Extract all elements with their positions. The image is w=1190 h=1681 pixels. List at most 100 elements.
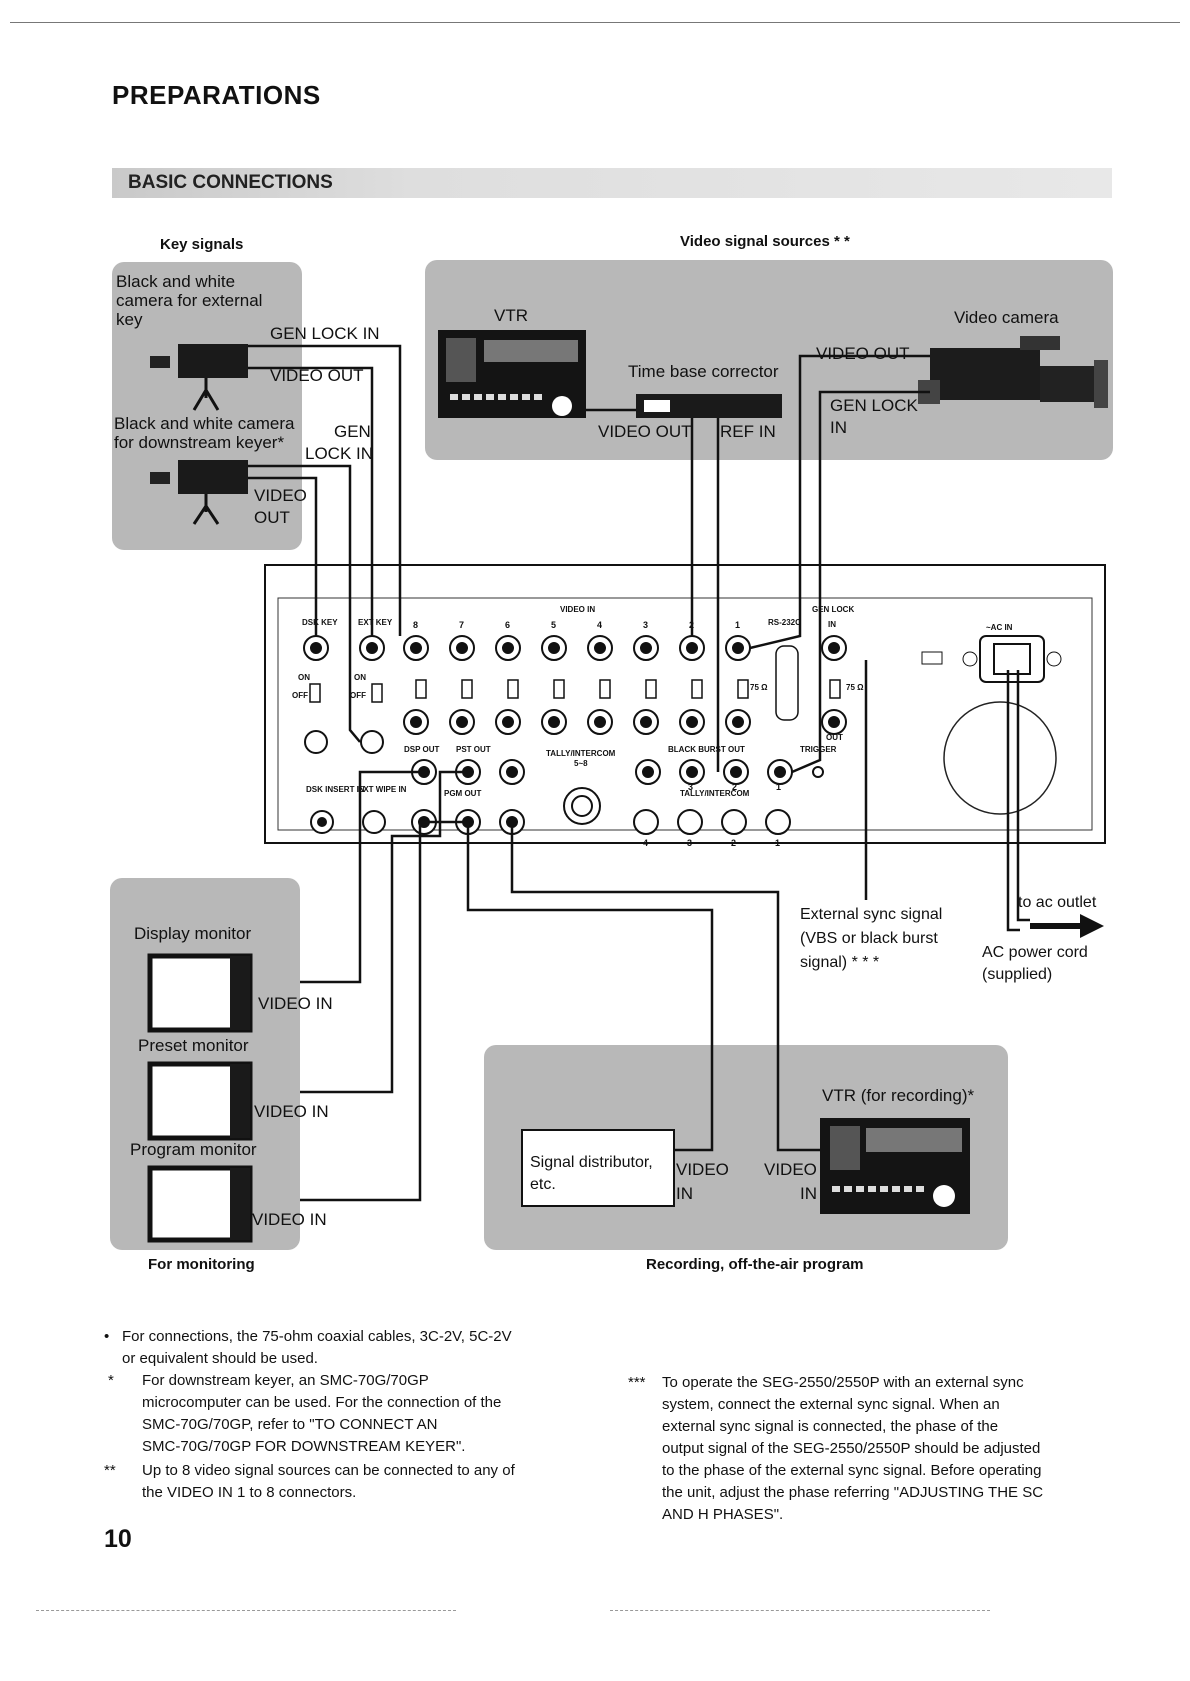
ohm-text-1: 75 Ω (750, 683, 768, 692)
program-monitor-label: Program monitor (130, 1140, 257, 1159)
input-number-5: 5 (551, 620, 556, 630)
panel-labels: DSK KEY EXT KEY VIDEO IN RS-232C GEN LOC… (292, 605, 1013, 798)
gen-lock-text: GEN LOCK (812, 605, 854, 614)
tbc-video-out-label: VIDEO OUT (598, 422, 692, 441)
note-4e: to the phase of the external sync signal… (662, 1462, 1042, 1479)
input-number-4: 4 (597, 620, 602, 630)
out-label-2: OUT (254, 508, 290, 527)
ohm-text-2: 75 Ω (846, 683, 864, 692)
monitor-preset-icon (147, 1061, 253, 1141)
external-sync-label-3: signal) * * * (800, 954, 880, 971)
lock-in-label-2: LOCK IN (305, 444, 374, 463)
section-band (112, 168, 1112, 198)
time-base-corrector-icon (636, 394, 782, 418)
panel-switches (309, 679, 841, 703)
caption-video-sources: Video signal sources * * (680, 233, 850, 250)
cable-cam-video (749, 354, 930, 650)
video-camera-label: Video camera (954, 308, 1059, 327)
ext-key-text: EXT KEY (358, 618, 393, 627)
signal-distributor-label-1: Signal distributor, (530, 1154, 653, 1171)
preset-monitor-label: Preset monitor (138, 1036, 249, 1055)
section-title: BASIC CONNECTIONS (128, 172, 333, 193)
video-in-text: VIDEO IN (560, 605, 595, 614)
bb-out-text: BLACK BURST OUT (668, 745, 745, 754)
note-4a: To operate the SEG-2550/2550P with an ex… (662, 1374, 1024, 1391)
input-number-7: 7 (459, 620, 464, 630)
tally-number-3: 3 (687, 838, 692, 848)
cam1-label: Black and white camera for external key (116, 272, 263, 329)
note-2b: microcomputer can be used. For the conne… (142, 1394, 502, 1411)
cable-program-monitor (300, 820, 468, 1202)
note-3a: Up to 8 video signal sources can be conn… (142, 1462, 515, 1479)
tally-number-2: 2 (731, 838, 736, 848)
caption-for-monitoring: For monitoring (148, 1256, 255, 1273)
tally-number-4: 4 (643, 838, 648, 848)
pgm-out-text: PGM OUT (444, 789, 481, 798)
top-rule (10, 22, 1180, 23)
vtr-device-icon (438, 330, 586, 418)
page-number: 10 (104, 1525, 132, 1553)
trigger-text: TRIGGER (800, 745, 837, 754)
ref-in-label: REF IN (720, 422, 776, 441)
on-text-2: ON (354, 673, 366, 682)
tally-text: TALLY/INTERCOM (546, 749, 616, 758)
input-number-6: 6 (505, 620, 510, 630)
video-camera-icon (918, 336, 1108, 408)
preset-video-in-label: VIDEO IN (254, 1102, 329, 1121)
cable-signal-distributor (466, 822, 714, 1152)
bb-number-3: 3 (688, 782, 693, 792)
note-2-mark: * (108, 1372, 114, 1389)
pst-out-text: PST OUT (456, 745, 491, 754)
signal-distributor-box (521, 1129, 675, 1207)
gen-lock-in-label-1: GEN LOCK IN (270, 324, 380, 343)
recording-video-label: VIDEO (764, 1160, 817, 1179)
input-number-8: 8 (413, 620, 418, 630)
dsk-out-text: DSP OUT (404, 745, 440, 754)
footer-rule-right (610, 1610, 990, 1612)
to-ac-outlet-label: to ac outlet (1018, 894, 1097, 911)
ac-in-text: ~AC IN (986, 623, 1013, 632)
dsk-insert-text: DSK INSERT IN (306, 785, 365, 794)
camera-icon-1 (150, 344, 248, 411)
input-number-3: 3 (643, 620, 648, 630)
panel-connectors-mid (304, 709, 847, 754)
cable-ac-2 (1016, 670, 1030, 922)
cable-cam1-video (248, 366, 374, 636)
tally-number-1: 1 (775, 838, 780, 848)
cable-cam-genlock (791, 390, 930, 774)
signal-distributor-label-2: etc. (530, 1176, 556, 1193)
cam-video-out-label: VIDEO OUT (816, 344, 910, 363)
on-text-1: ON (298, 673, 310, 682)
page-title: PREPARATIONS (112, 80, 321, 110)
note-4c: external sync signal is connected, the p… (662, 1418, 999, 1435)
note-1b: or equivalent should be used. (122, 1350, 318, 1367)
input-number-1: 1 (735, 620, 740, 630)
display-monitor-label: Display monitor (134, 924, 252, 943)
note-2c: SMC-70G/70GP, refer to "TO CONNECT AN (142, 1416, 438, 1433)
bb-number-2: 2 (732, 782, 737, 792)
external-sync-label-1: External sync signal (800, 906, 943, 923)
tbc-label: Time base corrector (628, 362, 779, 381)
cables (248, 344, 1030, 1202)
camera-icon-2 (150, 460, 248, 525)
dsk-key-text: DSK KEY (302, 618, 338, 627)
caption-recording: Recording, off-the-air program (646, 1256, 864, 1273)
out-text: OUT (826, 733, 843, 742)
gen-label-2: GEN (334, 422, 371, 441)
tally2-text: TALLY/INTERCOM (680, 789, 750, 798)
note-1a: For connections, the 75-ohm coaxial cabl… (122, 1328, 512, 1345)
note-3-mark: ** (104, 1462, 116, 1479)
cable-cam1-genlock (248, 344, 402, 636)
bb-number-1: 1 (776, 782, 781, 792)
off-text-1: OFF (292, 691, 308, 700)
monitor-program-icon (147, 1165, 253, 1243)
note-2d: SMC-70G/70GP FOR DOWNSTREAM KEYER". (142, 1438, 466, 1455)
recording-vtr-label: VTR (for recording)* (822, 1086, 975, 1105)
ac-cord-label-1: AC power cord (982, 944, 1088, 961)
off-text-2: OFF (350, 691, 366, 700)
cable-cam2-genlock (248, 464, 361, 743)
footer-rule-left (36, 1610, 456, 1612)
cable-preset-monitor (300, 770, 468, 1094)
note-4-mark: *** (628, 1374, 646, 1391)
